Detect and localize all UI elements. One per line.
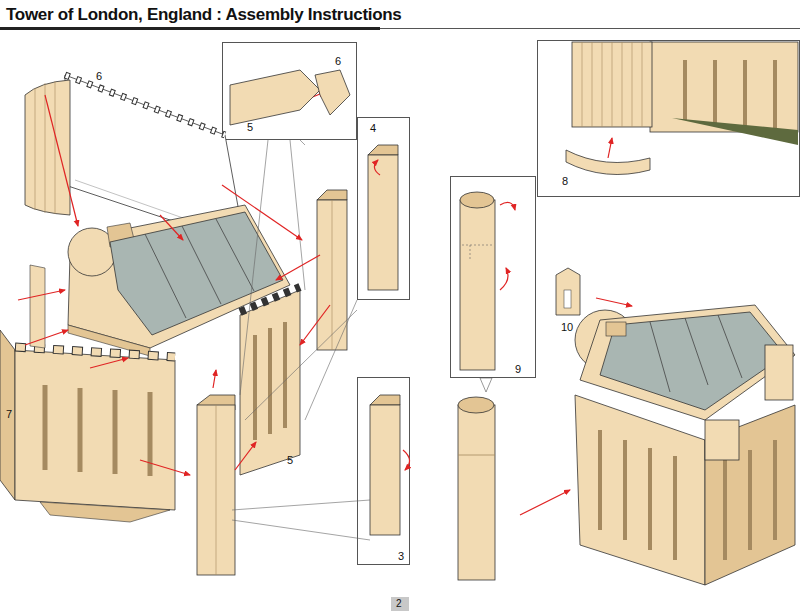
assembly-arrow bbox=[596, 298, 632, 306]
assembly-arrow bbox=[25, 330, 68, 345]
wall-panel bbox=[65, 75, 245, 245]
assembly-arrow bbox=[520, 490, 570, 515]
arrow-slit bbox=[600, 430, 775, 560]
roof-base bbox=[68, 205, 290, 348]
roof bbox=[600, 312, 785, 410]
column-cap bbox=[197, 395, 235, 410]
column-cap bbox=[317, 190, 347, 200]
crenellation bbox=[15, 347, 175, 357]
crenellation bbox=[65, 75, 225, 135]
detail-inset: 3 bbox=[357, 377, 410, 565]
callout-number: 5 bbox=[287, 454, 293, 466]
callout-number: 8 bbox=[562, 175, 568, 187]
leader-pointer bbox=[480, 378, 492, 392]
callout-number: 6 bbox=[96, 70, 102, 82]
detail-inset: 65 bbox=[222, 42, 357, 140]
column-edge bbox=[332, 200, 333, 350]
callout-number: 6 bbox=[335, 55, 341, 67]
roof-seam bbox=[650, 315, 742, 392]
assembly-arrow bbox=[300, 305, 330, 345]
title-rule bbox=[0, 28, 800, 29]
assembly-arrow bbox=[235, 442, 256, 470]
roof-edge bbox=[68, 325, 150, 356]
cylinder-band bbox=[458, 455, 495, 456]
wall-strip bbox=[30, 265, 45, 348]
roof-block bbox=[107, 223, 135, 247]
fold-line bbox=[75, 180, 240, 238]
glue-tab bbox=[40, 502, 170, 522]
arrow-slit bbox=[45, 385, 150, 476]
callout-number: 4 bbox=[370, 122, 376, 134]
cylinder bbox=[458, 405, 495, 580]
leader-line bbox=[232, 500, 370, 540]
leader-line bbox=[300, 140, 305, 145]
callout-number: 2 bbox=[396, 598, 402, 610]
assembly-arrow bbox=[276, 255, 320, 280]
detail-inset: 4 bbox=[357, 117, 410, 300]
page-number-box: 2 bbox=[391, 597, 409, 611]
column-edge bbox=[216, 405, 217, 575]
wall-flap bbox=[0, 330, 15, 500]
assembly-arrow bbox=[45, 95, 78, 226]
wall-face bbox=[15, 350, 175, 510]
assembly-arrow bbox=[90, 358, 128, 368]
assembly-arrow bbox=[222, 185, 302, 240]
callout-number: 9 bbox=[515, 363, 521, 375]
crenellation bbox=[240, 287, 300, 312]
wall-face bbox=[240, 290, 300, 475]
callout-number: 3 bbox=[398, 550, 404, 562]
callout-number: 7 bbox=[6, 408, 12, 420]
title-rule bbox=[0, 27, 380, 30]
roof-seam bbox=[145, 219, 254, 318]
roof bbox=[110, 212, 283, 335]
doorway bbox=[564, 290, 571, 308]
crenellation bbox=[15, 347, 175, 357]
corner-turret bbox=[705, 420, 739, 460]
roof-base bbox=[68, 228, 116, 276]
roof-block bbox=[606, 322, 626, 336]
round-tower bbox=[575, 310, 635, 370]
callout-number: 10 bbox=[561, 321, 573, 333]
page-title: Tower of London, England : Assembly Inst… bbox=[6, 5, 402, 25]
assembly-arrow bbox=[213, 370, 216, 388]
column bbox=[317, 200, 347, 350]
detail-inset: 8 bbox=[537, 40, 800, 197]
column bbox=[197, 405, 235, 575]
wall-line bbox=[35, 81, 55, 214]
crenellation bbox=[65, 75, 225, 135]
leader-line bbox=[240, 140, 305, 395]
assembly-arrow bbox=[140, 460, 190, 475]
callout-number: 5 bbox=[247, 121, 253, 133]
leader-line bbox=[245, 300, 357, 420]
wall-face bbox=[705, 405, 795, 585]
wall-face bbox=[575, 395, 705, 585]
cylinder-top bbox=[458, 397, 494, 413]
assembly-arrow bbox=[160, 215, 183, 240]
corner-turret bbox=[765, 345, 793, 400]
detail-inset: 9 bbox=[450, 176, 536, 378]
small-turret bbox=[556, 268, 580, 315]
roof-base bbox=[580, 305, 795, 420]
curved-wall bbox=[25, 80, 70, 215]
arrow-slit bbox=[255, 322, 285, 440]
assembly-arrow bbox=[18, 290, 65, 300]
